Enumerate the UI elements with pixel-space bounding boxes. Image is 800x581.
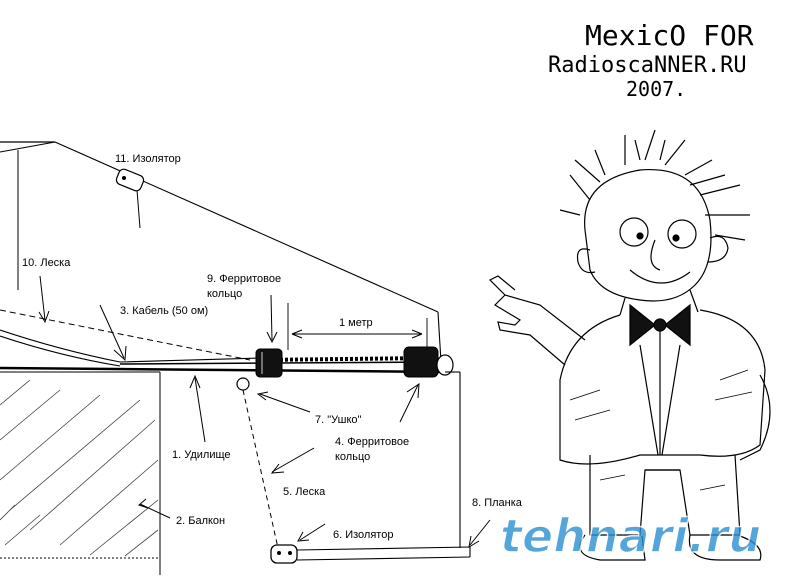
label-balcony-2: 2. Балкон [176, 515, 225, 527]
ferrite-ring-9 [255, 348, 283, 378]
cartoon-character [488, 129, 771, 561]
label-ferrite-4-b: кольцо [335, 451, 370, 463]
label-ferrite-9-a: 9. Ферритовое [207, 273, 281, 285]
insulator-11 [115, 168, 145, 192]
insulator-6 [270, 544, 298, 564]
one-meter-dimension [287, 303, 428, 350]
signature-line-2: RadioscaNNER.RU [548, 53, 747, 78]
signature: MexicO FOR RadioscaNNER.RU 2007. [548, 19, 754, 101]
label-rod-1: 1. Удилище [172, 449, 231, 461]
watermark: tehnari.ru [500, 509, 761, 563]
label-insulator-6: 6. Изолятор [333, 529, 393, 541]
label-eyelet-7: 7. "Ушко" [315, 414, 362, 426]
label-one-meter: 1 метр [339, 317, 373, 329]
pointer-arrows [38, 275, 491, 548]
rod-1 [0, 356, 446, 374]
signature-line-1: MexicO FOR [585, 19, 754, 52]
top-wire [0, 141, 442, 363]
label-bar-8: 8. Планка [472, 497, 523, 509]
label-line-5: 5. Леска [283, 486, 326, 498]
bar-8 [296, 371, 471, 561]
line-5 [242, 389, 279, 549]
label-line-10: 10. Леска [22, 257, 71, 269]
signature-line-3: 2007. [626, 77, 686, 101]
cable-3 [0, 329, 261, 367]
label-ferrite-4-a: 4. Ферритовое [335, 436, 409, 448]
eyelet-7 [236, 377, 250, 391]
line-10 [0, 309, 251, 361]
label-cable-3: 3. Кабель (50 ом) [120, 305, 208, 317]
balcony [0, 371, 161, 575]
ferrite-ring-4 [403, 346, 454, 378]
label-ferrite-9-b: кольцо [207, 288, 242, 300]
label-insulator-11: 11. Изолятор [115, 153, 181, 165]
